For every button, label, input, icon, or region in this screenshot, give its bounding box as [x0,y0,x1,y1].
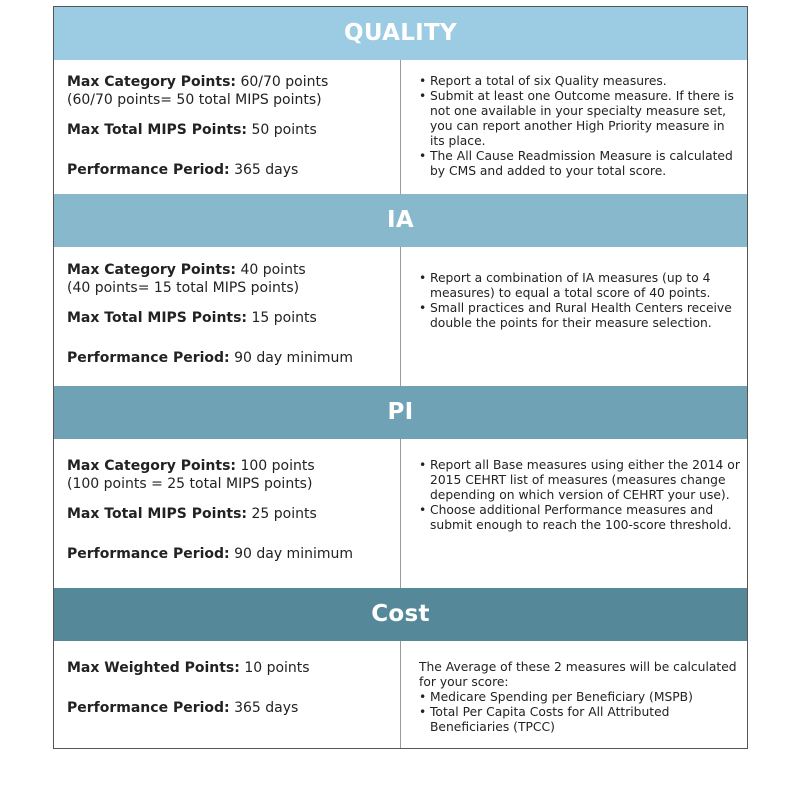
quality-performance-period: Performance Period: 365 days [67,162,299,178]
ia-right-cell: Report a combination of IA measures (up … [401,247,747,386]
ia-row: Max Category Points: 40 points (40 point… [54,247,747,386]
list-item: Submit at least one Outcome measure. If … [419,89,741,149]
cost-max-weighted: Max Weighted Points: 10 points [67,660,310,676]
cost-bullets: Medicare Spending per Beneficiary (MSPB)… [419,690,741,735]
list-item: Medicare Spending per Beneficiary (MSPB) [419,690,741,705]
pi-right-cell: Report all Base measures using either th… [401,439,747,588]
ia-max-category-note: (40 points= 15 total MIPS points) [67,280,300,296]
pi-header: PI [54,386,747,439]
list-item: Total Per Capita Costs for All Attribute… [419,705,741,735]
quality-left-cell: Max Category Points: 60/70 points (60/70… [54,60,401,194]
quality-right-cell: Report a total of six Quality measures. … [401,60,747,194]
quality-max-category: Max Category Points: 60/70 points [67,74,329,90]
cost-right-cell: The Average of these 2 measures will be … [401,641,747,748]
list-item: Report a combination of IA measures (up … [419,271,741,301]
list-item: Choose additional Performance measures a… [419,503,741,533]
quality-bullets: Report a total of six Quality measures. … [419,74,741,179]
pi-left-cell: Max Category Points: 100 points (100 poi… [54,439,401,588]
pi-max-total: Max Total MIPS Points: 25 points [67,506,317,522]
pi-max-category: Max Category Points: 100 points [67,458,315,474]
quality-row: Max Category Points: 60/70 points (60/70… [54,60,747,194]
pi-bullets: Report all Base measures using either th… [419,458,741,533]
pi-max-category-note: (100 points = 25 total MIPS points) [67,476,313,492]
quality-max-total: Max Total MIPS Points: 50 points [67,122,317,138]
pi-row: Max Category Points: 100 points (100 poi… [54,439,747,588]
ia-performance-period: Performance Period: 90 day minimum [67,350,353,366]
cost-intro-text: The Average of these 2 measures will be … [419,660,737,689]
list-item: The All Cause Readmission Measure is cal… [419,149,741,179]
ia-header: IA [54,194,747,247]
list-item: Small practices and Rural Health Centers… [419,301,741,331]
ia-max-total: Max Total MIPS Points: 15 points [67,310,317,326]
list-item: Report all Base measures using either th… [419,458,741,503]
quality-max-category-note: (60/70 points= 50 total MIPS points) [67,92,322,108]
pi-performance-period: Performance Period: 90 day minimum [67,546,353,562]
cost-row: Max Weighted Points: 10 points Performan… [54,641,747,748]
cost-header: Cost [54,588,747,641]
cost-left-cell: Max Weighted Points: 10 points Performan… [54,641,401,748]
cost-performance-period: Performance Period: 365 days [67,700,299,716]
ia-max-category: Max Category Points: 40 points [67,262,306,278]
mips-table: QUALITY Max Category Points: 60/70 point… [53,6,748,749]
quality-header: QUALITY [54,7,747,60]
ia-bullets: Report a combination of IA measures (up … [419,271,741,331]
ia-left-cell: Max Category Points: 40 points (40 point… [54,247,401,386]
list-item: Report a total of six Quality measures. [419,74,741,89]
